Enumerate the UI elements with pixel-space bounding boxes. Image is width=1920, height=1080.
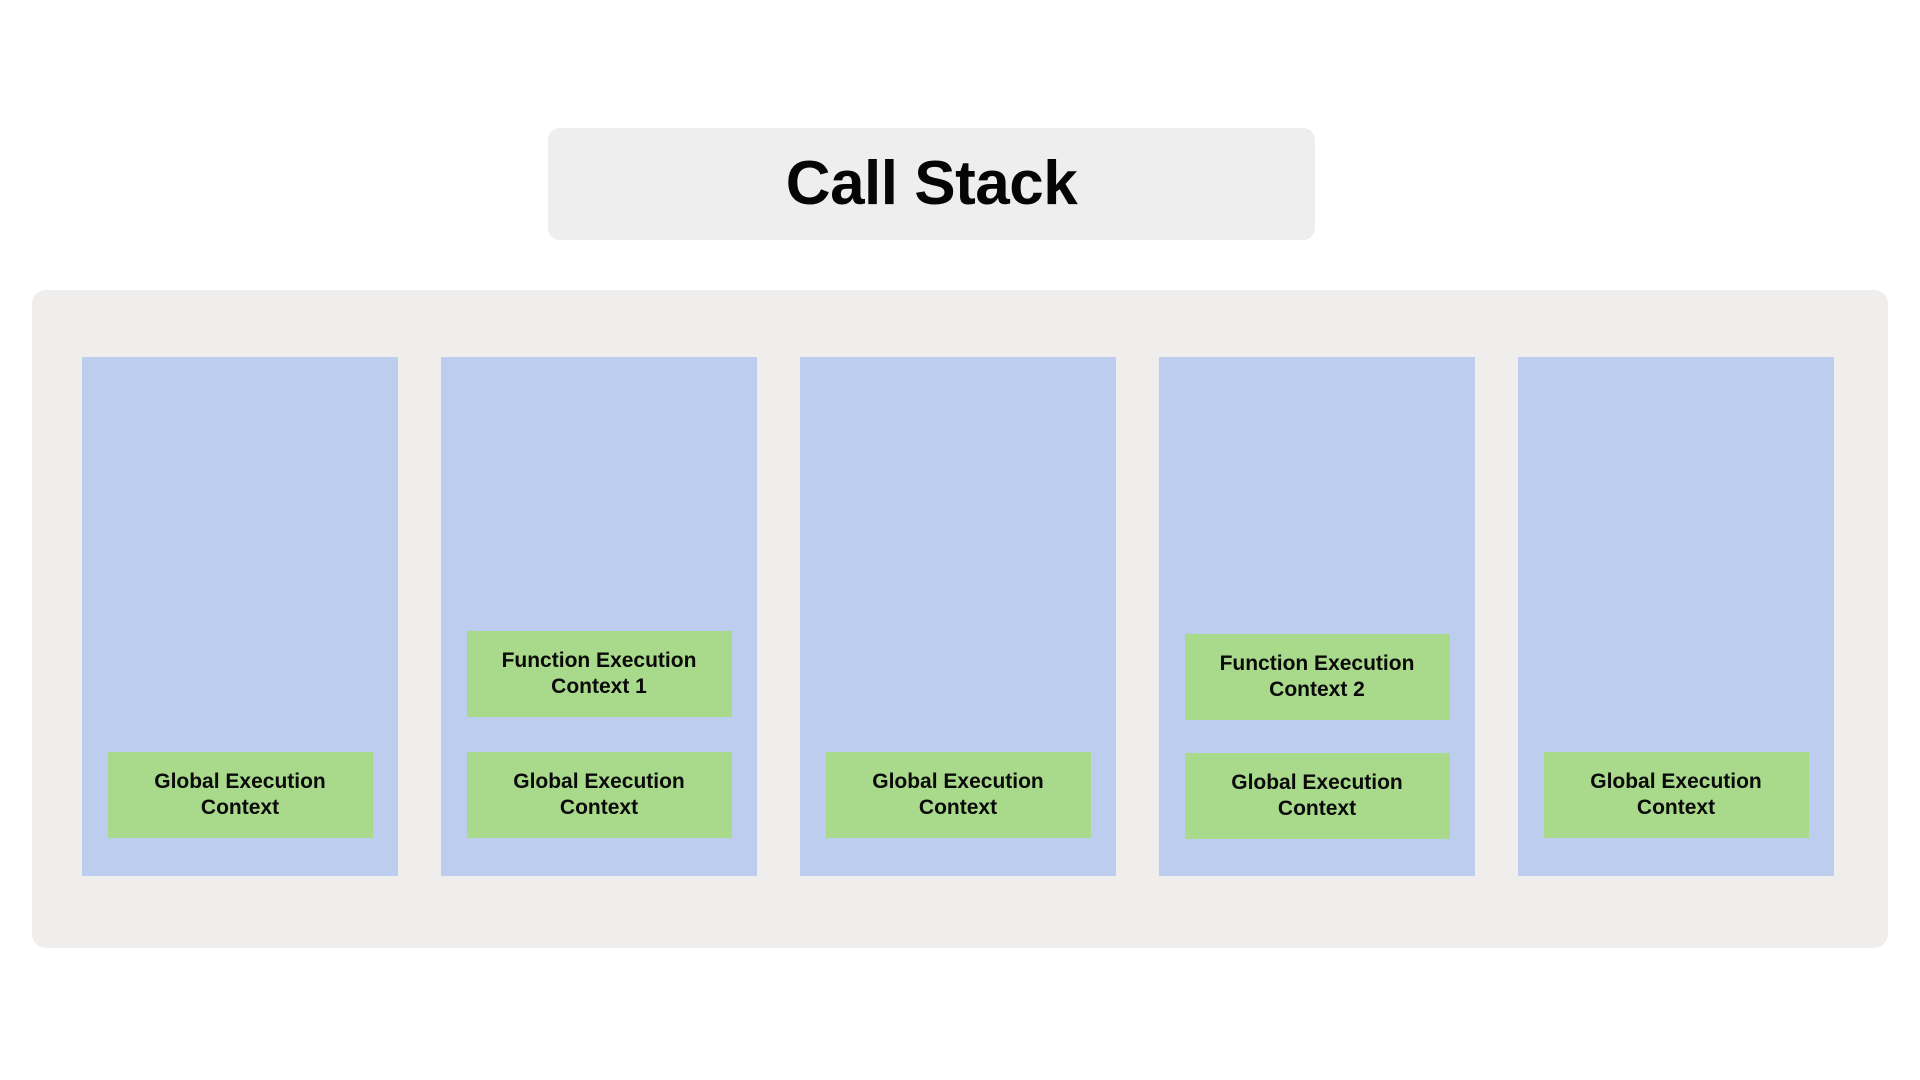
function-execution-context-label: Function Execution Context 2 (1219, 652, 1415, 701)
function-execution-context-label: Function Execution Context 1 (501, 649, 697, 698)
global-execution-context-box: Global Execution Context (1184, 753, 1450, 839)
global-execution-context-box: Global Execution Context (825, 752, 1091, 838)
global-execution-context-box: Global Execution Context (466, 752, 732, 838)
global-execution-context-label: Global Execution Context (1590, 770, 1762, 819)
stack-frame-2: Function Execution Context 1 Global Exec… (441, 357, 757, 876)
global-execution-context-label: Global Execution Context (513, 770, 685, 819)
stack-frames-row: Global Execution Context Function Execut… (82, 357, 1834, 876)
global-execution-context-box: Global Execution Context (1543, 752, 1809, 838)
call-stack-panel: Global Execution Context Function Execut… (32, 290, 1888, 948)
function-execution-context-box: Function Execution Context 1 (466, 631, 732, 717)
stack-frame-1: Global Execution Context (82, 357, 398, 876)
global-execution-context-label: Global Execution Context (1231, 771, 1403, 820)
page-title: Call Stack (785, 149, 1078, 218)
global-execution-context-box: Global Execution Context (107, 752, 373, 838)
diagram-title-banner: Call Stack (548, 128, 1315, 240)
global-execution-context-label: Global Execution Context (154, 770, 326, 819)
stack-frame-3: Global Execution Context (800, 357, 1116, 876)
stack-frame-5: Global Execution Context (1518, 357, 1834, 876)
stack-frame-4: Function Execution Context 2 Global Exec… (1159, 357, 1475, 876)
global-execution-context-label: Global Execution Context (872, 770, 1044, 819)
function-execution-context-box: Function Execution Context 2 (1184, 634, 1450, 720)
